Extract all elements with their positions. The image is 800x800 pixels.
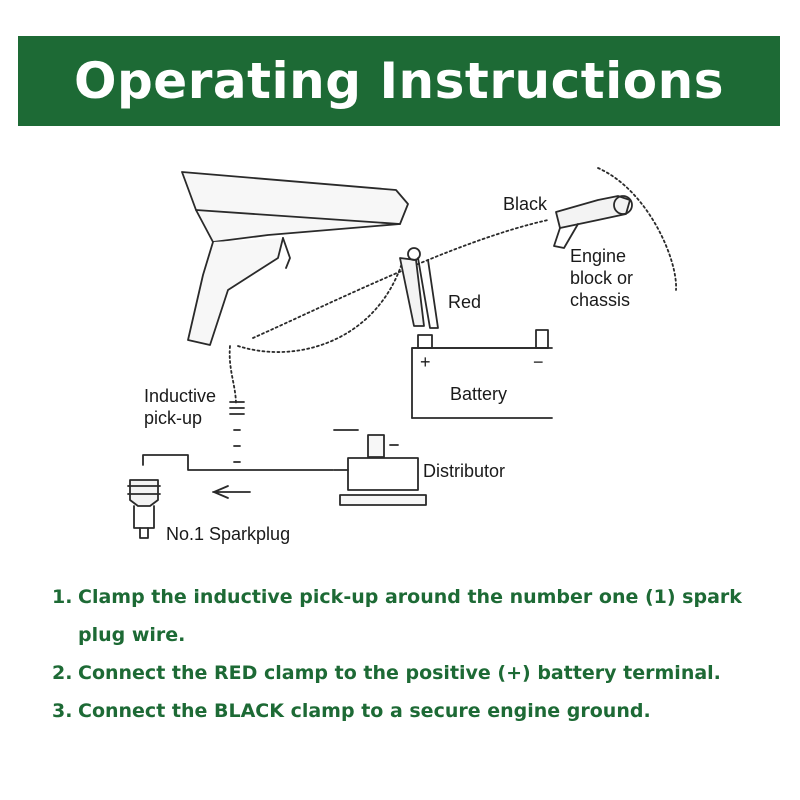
label-distributor: Distributor: [423, 461, 505, 481]
label-battery-minus: −: [533, 352, 544, 372]
label-battery: Battery: [450, 384, 507, 404]
step-2: 2. Connect the RED clamp to the positive…: [52, 654, 772, 692]
spark-plug-wire: [142, 454, 334, 471]
label-black: Black: [503, 194, 548, 214]
distributor-icon: [333, 429, 427, 506]
label-inductive-1: Inductive: [144, 386, 216, 406]
inductive-pickup-icon: [229, 401, 245, 463]
step-number: 2.: [52, 662, 73, 684]
step-1: 1. Clamp the inductive pick-up around th…: [52, 578, 772, 654]
pickup-cable: [228, 345, 237, 406]
instruction-steps: 1. Clamp the inductive pick-up around th…: [52, 578, 772, 730]
label-inductive-2: pick-up: [144, 408, 202, 428]
black-cable: [252, 219, 549, 339]
step-text: Connect the RED clamp to the positive (+…: [78, 662, 721, 684]
label-engine-1: Engine: [570, 246, 626, 266]
engine-block-outline: [597, 167, 677, 291]
page-title: Operating Instructions: [74, 52, 724, 110]
spark-plug-icon: [127, 479, 161, 539]
label-red: Red: [448, 292, 481, 312]
battery-icon: [411, 329, 553, 419]
red-clamp-icon: [399, 247, 439, 329]
label-battery-plus: +: [420, 352, 431, 372]
step-number: 1.: [52, 586, 73, 608]
label-engine-2: block or: [570, 268, 633, 288]
pickup-arrow: [212, 485, 251, 499]
title-banner: Operating Instructions: [18, 36, 780, 126]
wiring-diagram: Black Engine block or chassis Red + − Ba…: [78, 150, 728, 570]
step-number: 3.: [52, 700, 73, 722]
wiring-diagram-svg: Black Engine block or chassis Red + − Ba…: [127, 167, 677, 544]
step-3: 3. Connect the BLACK clamp to a secure e…: [52, 692, 772, 730]
label-engine-3: chassis: [570, 290, 630, 310]
black-clamp-icon: [553, 195, 633, 249]
label-sparkplug: No.1 Sparkplug: [166, 524, 290, 544]
step-text: Clamp the inductive pick-up around the n…: [78, 586, 742, 646]
timing-light-icon: [181, 171, 409, 346]
step-text: Connect the BLACK clamp to a secure engi…: [78, 700, 651, 722]
red-cable: [237, 259, 404, 353]
